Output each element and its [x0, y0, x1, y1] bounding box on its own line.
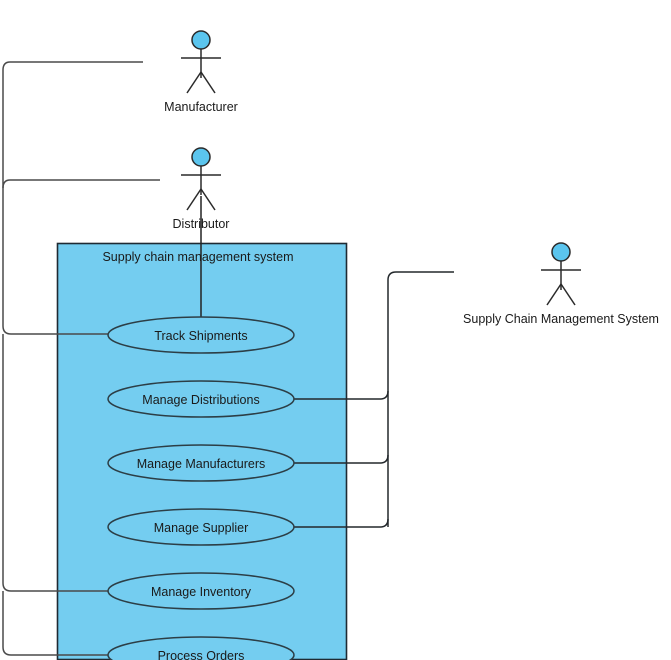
- actor-supply-chain-management-system[interactable]: Supply Chain Management System: [463, 242, 659, 326]
- actor-left-leg-line: [186, 71, 202, 94]
- actor-manufacturer[interactable]: Manufacturer: [164, 30, 238, 114]
- left-connector-group: [2, 61, 160, 656]
- association-manufacturer-manage-inventory[interactable]: [2, 334, 108, 592]
- use-case-manage-manufacturers[interactable]: Manage Manufacturers: [107, 444, 295, 482]
- association-scms-manage-distributions[interactable]: [294, 390, 389, 400]
- actor-head-icon: [551, 242, 571, 262]
- use-case-manage-distributions[interactable]: Manage Distributions: [107, 380, 295, 418]
- actor-right-leg-line: [200, 71, 216, 94]
- actor-left-leg-line: [186, 188, 202, 211]
- actor-distributor[interactable]: Distributor: [173, 147, 230, 231]
- system-boundary-title: Supply chain management system: [102, 250, 293, 264]
- use-case-manage-inventory[interactable]: Manage Inventory: [107, 572, 295, 610]
- use-case-ellipse: [107, 380, 295, 418]
- association-distributor-process-orders[interactable]: [2, 591, 108, 656]
- use-case-ellipse: [107, 444, 295, 482]
- use-case-group: Track Shipments Manage Distributions Man…: [107, 316, 295, 660]
- use-case-ellipse: [107, 636, 295, 660]
- association-scms-manage-manufacturers[interactable]: [294, 454, 389, 464]
- actor-right-leg-line: [560, 283, 576, 306]
- use-case-label: Process Orders: [158, 649, 245, 660]
- actor-right-leg-line: [200, 188, 216, 211]
- use-case-label: Manage Distributions: [142, 393, 259, 407]
- actor-left-leg-line: [546, 283, 562, 306]
- use-case-ellipse: [107, 508, 295, 546]
- actor-label: Distributor: [173, 217, 230, 231]
- use-case-track-shipments[interactable]: Track Shipments: [107, 316, 295, 354]
- use-case-manage-supplier[interactable]: Manage Supplier: [107, 508, 295, 546]
- association-distributor-left-stub[interactable]: [2, 179, 160, 189]
- use-case-ellipse: [107, 316, 295, 354]
- actor-head-icon: [191, 30, 211, 50]
- association-manufacturer-track-shipments[interactable]: [2, 61, 143, 335]
- right-connector-group: [294, 271, 454, 528]
- use-case-label: Manage Manufacturers: [137, 457, 266, 471]
- actor-label: Supply Chain Management System: [463, 312, 659, 326]
- use-case-ellipse: [107, 572, 295, 610]
- actor-label: Manufacturer: [164, 100, 238, 114]
- use-case-label: Manage Supplier: [154, 521, 249, 535]
- use-case-label: Track Shipments: [154, 329, 247, 343]
- association-scms-trunk-top[interactable]: [387, 271, 454, 527]
- actor-head-icon: [191, 147, 211, 167]
- use-case-label: Manage Inventory: [151, 585, 252, 599]
- association-scms-manage-supplier[interactable]: [294, 518, 389, 528]
- use-case-process-orders[interactable]: Process Orders: [107, 636, 295, 660]
